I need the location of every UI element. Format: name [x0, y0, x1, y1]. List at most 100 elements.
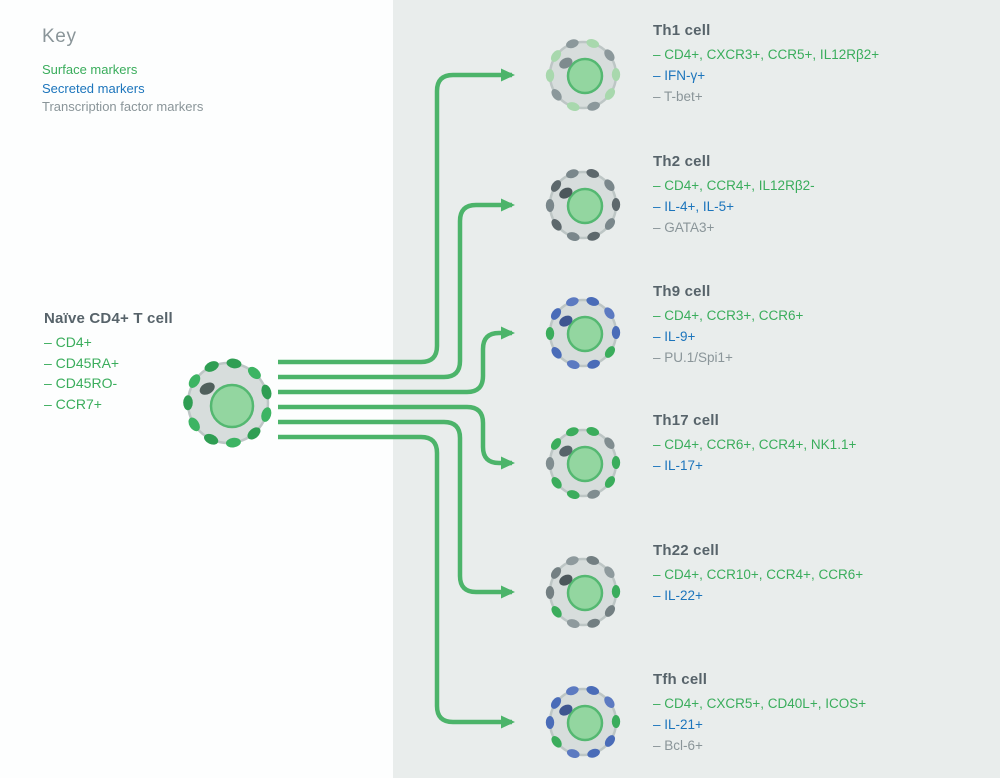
arrow-to-th22 [278, 419, 515, 599]
marker-line-secreted: – IL-17+ [653, 458, 703, 473]
cytoplasm-granule [559, 57, 573, 69]
surface-receptor [611, 585, 621, 599]
surface-receptor [604, 605, 616, 617]
surface-receptor [587, 618, 600, 628]
arrow-to-tfh [278, 434, 515, 729]
cytoplasm-granule [559, 574, 573, 586]
surface-receptor [566, 360, 580, 369]
surface-receptor [247, 427, 261, 440]
tfh-cell-markers: – CD4+, CXCR5+, CD40L+, ICOS+– IL-21+– B… [653, 693, 993, 756]
cytoplasm-granule [559, 315, 573, 327]
th2-cell-illustration [545, 169, 621, 241]
surface-receptor [188, 417, 200, 432]
th1-cell-illustration [545, 39, 621, 111]
surface-receptor [204, 433, 219, 445]
surface-receptor [550, 308, 562, 320]
key-title: Key [42, 26, 77, 47]
marker-line-surface: – CD4+, CCR6+, CCR4+, NK1.1+ [653, 437, 857, 452]
th17-cell-markers: – CD4+, CCR6+, CCR4+, NK1.1+ – IL-17+ [653, 434, 993, 476]
surface-receptor [566, 490, 580, 499]
surface-receptor [566, 619, 580, 628]
surface-receptor [604, 566, 615, 579]
surface-receptor [551, 735, 562, 748]
surface-receptor [551, 88, 562, 101]
th17-cell-label-block: Th17 cell – CD4+, CCR6+, CCR4+, NK1.1+– … [653, 412, 993, 476]
arrow-to-th2 [278, 198, 515, 380]
marker-line-surface: – CD4+ [44, 334, 92, 350]
surface-receptor [611, 456, 621, 470]
surface-receptor [586, 39, 600, 48]
surface-receptor [587, 101, 600, 111]
surface-receptor [566, 102, 580, 111]
marker-line-surface: – CD4+, CCR10+, CCR4+, CCR6+ [653, 567, 864, 582]
surface-receptor [545, 68, 555, 82]
cytoplasm-granule [199, 382, 215, 395]
surface-receptor [247, 366, 261, 380]
th22-cell-label-block: Th22 cell – CD4+, CCR10+, CCR4+, CCR6+– … [653, 542, 993, 606]
surface-receptor [551, 346, 562, 359]
surface-receptor [550, 567, 562, 579]
marker-line-secreted: – IL-22+ [653, 588, 703, 603]
surface-receptor [550, 50, 562, 62]
surface-receptor [545, 715, 555, 729]
surface-receptor [204, 361, 219, 372]
cytoplasm-granule [559, 445, 573, 457]
surface-receptor [604, 346, 616, 358]
surface-receptor [545, 456, 555, 470]
arrow-to-th1 [278, 68, 515, 365]
surface-receptor [604, 476, 616, 488]
surface-receptor [586, 556, 600, 565]
arrow-to-th9 [278, 326, 515, 395]
marker-line-secreted: – IL-4+, IL-5+ [653, 199, 735, 214]
th17-cell-illustration [545, 427, 621, 499]
tfh-cell-illustration [545, 686, 621, 758]
th9-cell-label-block: Th9 cell – CD4+, CCR3+, CCR6+– IL-9+– PU… [653, 283, 993, 368]
arrow-to-th17 [278, 404, 515, 470]
surface-receptor [550, 180, 562, 192]
surface-receptor [566, 686, 579, 696]
naive-cell-label-block: Naïve CD4+ T cell – CD4+– CD45RA+– CD45R… [44, 310, 284, 414]
th1-cell-label-block: Th1 cell – CD4+, CXCR3+, CCR5+, IL12Rβ2+… [653, 22, 993, 107]
th9-cell-markers: – CD4+, CCR3+, CCR6+– IL-9+– PU.1/Spi1+ [653, 305, 993, 368]
th2-cell-label-block: Th2 cell – CD4+, CCR4+, IL12Rβ2-– IL-4+,… [653, 153, 993, 238]
surface-receptor [551, 605, 562, 618]
surface-receptor [550, 697, 562, 709]
surface-receptor [226, 358, 242, 369]
surface-receptor [604, 735, 616, 747]
surface-receptor [545, 585, 555, 599]
surface-receptor [604, 437, 615, 450]
surface-receptor [225, 437, 241, 448]
cell-nucleus [566, 574, 604, 612]
surface-receptor [604, 49, 615, 62]
cytoplasm-granule [559, 704, 573, 716]
surface-receptor [566, 556, 579, 566]
surface-receptor [261, 384, 272, 400]
surface-receptor [587, 359, 600, 369]
marker-line-transcription: – PU.1/Spi1+ [653, 350, 733, 365]
surface-receptor [611, 326, 621, 340]
th2-cell-markers: – CD4+, CCR4+, IL12Rβ2- – IL-4+, IL-5+ – G… [653, 175, 993, 238]
surface-receptor [586, 686, 600, 695]
surface-receptor [566, 749, 580, 758]
marker-line-transcription: – GATA3+ [653, 220, 715, 235]
surface-receptor [261, 407, 272, 422]
surface-receptor [604, 307, 615, 320]
cell-nucleus [566, 57, 604, 95]
surface-receptor [604, 696, 615, 709]
key-item-transcription: Transcription factor markers [42, 99, 204, 114]
surface-receptor [586, 297, 600, 306]
cell-nucleus [209, 383, 255, 429]
naive-cell-title: Naïve CD4+ T cell [44, 310, 173, 327]
marker-line-surface: – CD45RA+ [44, 354, 120, 371]
surface-receptor [611, 715, 621, 729]
surface-receptor [188, 374, 201, 388]
marker-line-surface: – CD4+, CCR4+, IL12Rβ2- [653, 178, 815, 193]
marker-line-transcription: – Bcl-6+ [653, 738, 703, 753]
surface-receptor [545, 198, 555, 212]
surface-receptor [545, 326, 555, 340]
marker-line-secreted: – IFN-γ+ [653, 68, 706, 83]
surface-receptor [586, 169, 600, 178]
th9-cell-illustration [545, 297, 621, 369]
